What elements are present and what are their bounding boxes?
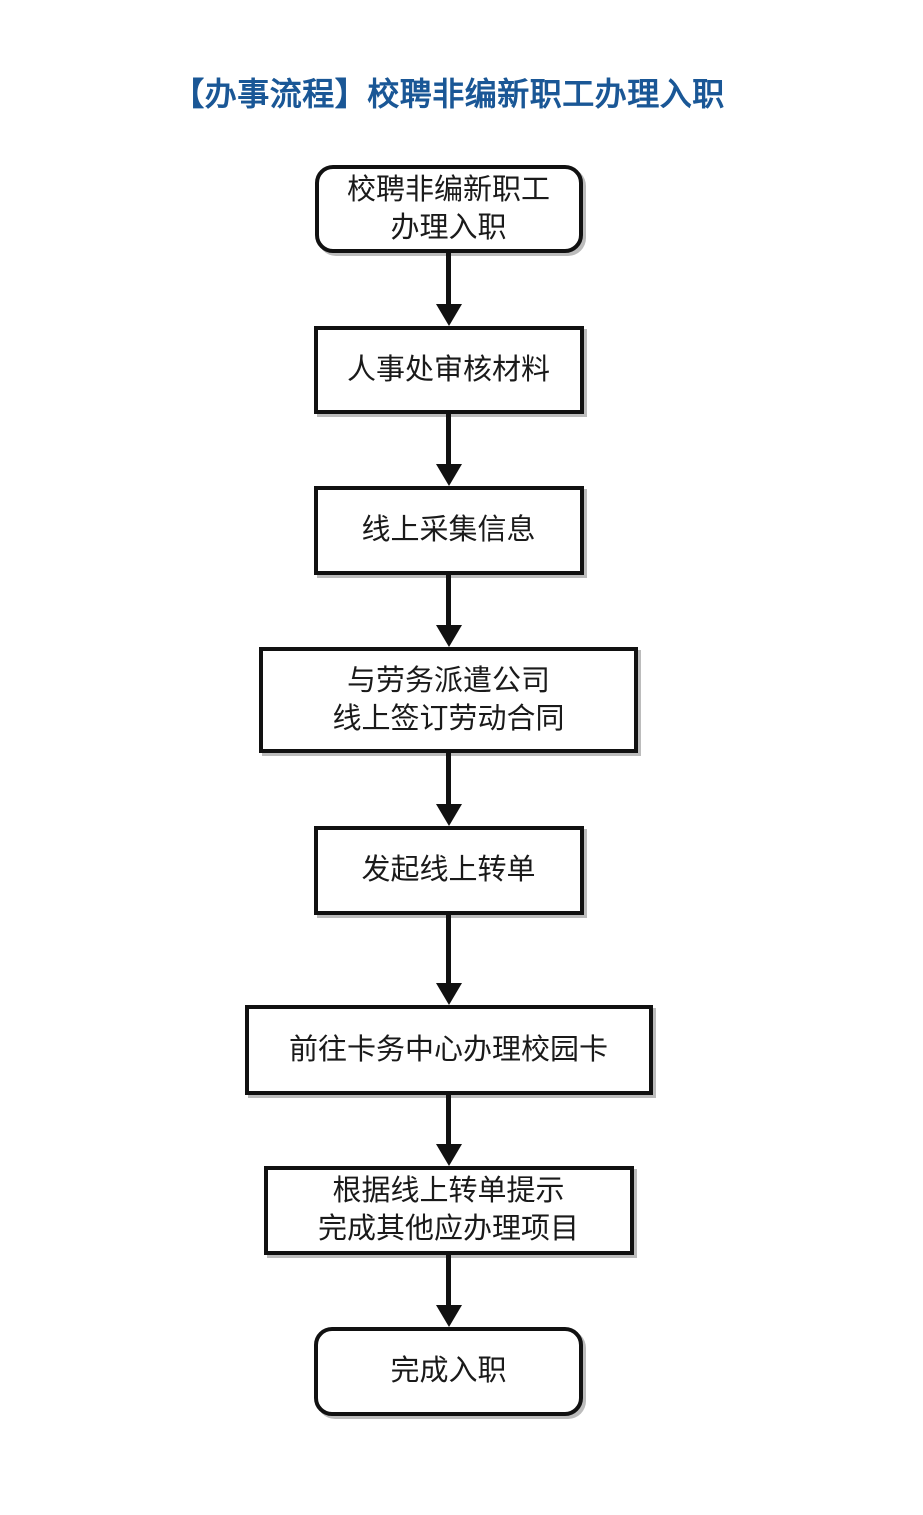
down-arrow [435,1094,462,1166]
arrow-head-icon [435,1304,462,1327]
arrow-shaft [446,1254,451,1305]
arrow-shaft [446,574,451,625]
arrow-shaft [446,914,451,983]
flow-node-campus-card: 前往卡务中心办理校园卡 [244,1004,653,1095]
flow-node-sign-labor-contract: 与劳务派遣公司 线上签订劳动合同 [259,646,638,753]
arrow-head-icon [435,1143,462,1166]
down-arrow [435,1254,462,1327]
arrow-head-icon [435,624,462,647]
flowchart: 校聘非编新职工 办理入职 人事处审核材料 线上采集信息 与劳务派遣公司 线上签订… [0,164,910,1416]
arrow-shaft [446,752,451,804]
down-arrow [435,574,462,647]
arrow-shaft [446,1094,451,1144]
down-arrow [435,914,462,1005]
arrow-head-icon [435,982,462,1005]
arrow-head-icon [435,803,462,826]
arrow-head-icon [435,463,462,486]
flow-node-online-collect-info: 线上采集信息 [313,485,584,575]
page-content: 【办事流程】校聘非编新职工办理入职 校聘非编新职工 办理入职 人事处审核材料 线… [0,76,910,1416]
flow-node-other-items: 根据线上转单提示 完成其他应办理项目 [263,1165,634,1255]
arrow-shaft [446,252,451,304]
flow-node-hr-review: 人事处审核材料 [313,325,584,414]
page-title: 【办事流程】校聘非编新职工办理入职 [172,76,725,112]
down-arrow [435,252,462,326]
down-arrow [435,752,462,826]
flow-node-start-online-transfer: 发起线上转单 [313,825,584,915]
down-arrow [435,413,462,486]
flow-node-end: 完成入职 [314,1326,583,1416]
arrow-head-icon [435,303,462,326]
flow-node-start: 校聘非编新职工 办理入职 [314,164,583,253]
arrow-shaft [446,413,451,464]
